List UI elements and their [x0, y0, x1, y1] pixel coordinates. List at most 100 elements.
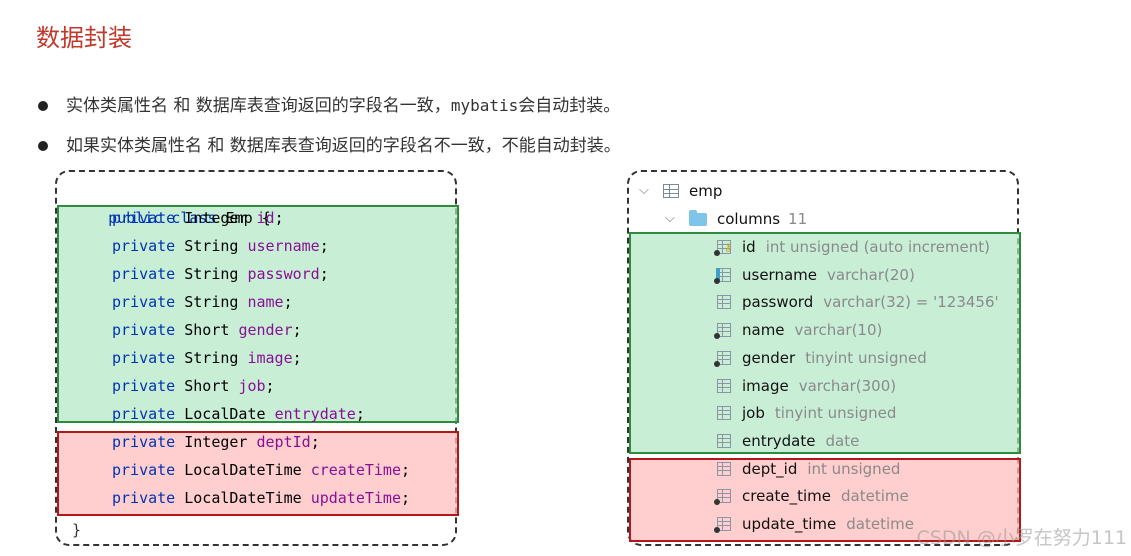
- field-name: entrydate: [274, 405, 356, 423]
- field-type: Integer: [184, 209, 248, 227]
- bullet-text-1-before: 实体类属性名 和 数据库表查询返回的字段名一致，: [66, 96, 451, 116]
- not-null-column-icon: [714, 322, 732, 340]
- field-name: username: [247, 237, 320, 255]
- column-icon: [714, 378, 732, 394]
- column-name: create_time: [742, 487, 832, 506]
- folder-name: columns: [717, 210, 781, 228]
- bullet-item-2: 如果实体类属性名 和 数据库表查询返回的字段名不一致，不能自动封装。: [36, 126, 621, 166]
- field-name: createTime: [310, 461, 401, 479]
- field-modifier: private: [112, 293, 176, 311]
- unique-column-icon: [714, 267, 732, 284]
- not-null-column-icon: [714, 350, 732, 367]
- tree-item-column[interactable]: ⚷ id int unsigned (auto increment): [714, 233, 990, 261]
- column-type: int unsigned (auto increment): [765, 238, 991, 256]
- field-modifier: private: [112, 321, 176, 339]
- table-name: emp: [689, 182, 723, 200]
- column-type: tinyint unsigned: [805, 348, 927, 367]
- bullet-text-1-mono: mybatis: [450, 96, 519, 115]
- field-type: String: [184, 293, 239, 311]
- column-name: username: [742, 265, 817, 284]
- tree-item-column[interactable]: image varchar(300): [714, 372, 896, 400]
- column-name: job: [742, 404, 765, 423]
- tree-item-column[interactable]: name varchar(10): [714, 316, 882, 344]
- field-modifier: private: [112, 461, 176, 479]
- tree-item-columns-folder[interactable]: ⌵ columns 11: [665, 205, 807, 233]
- bullet-text-2: 如果实体类属性名 和 数据库表查询返回的字段名不一致，不能自动封装。: [66, 136, 621, 156]
- bullet-dot-icon: [38, 101, 48, 111]
- field-declaration: private String name;: [112, 293, 293, 311]
- column-type: varchar(300): [798, 376, 897, 395]
- class-declaration: public class Emp {: [72, 176, 271, 227]
- chevron-down-icon[interactable]: ⌵: [665, 211, 675, 226]
- tree-item-column[interactable]: username varchar(20): [714, 261, 915, 289]
- field-declaration: private LocalDateTime createTime;: [112, 461, 411, 479]
- tree-item-column[interactable]: create_time datetime: [714, 482, 909, 510]
- column-type: tinyint unsigned: [774, 404, 897, 423]
- field-declaration: private Integer id;: [112, 209, 284, 227]
- column-type: datetime: [841, 487, 909, 506]
- field-type: LocalDate: [184, 405, 266, 423]
- mismatched-columns-highlight: [629, 458, 1021, 542]
- tree-item-table[interactable]: ⌵ emp: [639, 177, 732, 205]
- column-name: update_time: [742, 515, 837, 533]
- java-class-panel: public class Emp { private Integer id; pr…: [55, 170, 459, 546]
- field-modifier: private: [112, 405, 176, 423]
- class-name: Emp {: [216, 209, 271, 227]
- column-name: dept_id: [742, 459, 798, 478]
- column-name: name: [742, 321, 785, 340]
- tree-item-column[interactable]: password varchar(32) = '123456': [714, 288, 999, 316]
- bullet-dot-icon: [38, 141, 48, 151]
- field-name: gender: [238, 321, 293, 339]
- class-keyword: public class: [108, 209, 217, 227]
- matched-fields-highlight: [57, 205, 459, 423]
- field-name: id: [256, 209, 275, 227]
- not-null-column-icon: [714, 516, 732, 533]
- not-null-column-icon: [714, 488, 732, 506]
- column-type: varchar(32) = '123456': [823, 293, 999, 312]
- field-type: String: [184, 349, 239, 367]
- field-modifier: private: [112, 433, 176, 451]
- field-name: deptId: [256, 433, 311, 451]
- field-name: name: [247, 293, 284, 311]
- column-icon: [714, 294, 732, 310]
- field-modifier: private: [112, 265, 176, 283]
- field-declaration: private Short job;: [112, 377, 275, 395]
- tree-item-column[interactable]: update_time datetime: [714, 510, 914, 538]
- column-type: datetime: [846, 515, 914, 533]
- column-icon: [714, 461, 732, 477]
- column-type: date: [825, 431, 860, 450]
- column-name: id: [742, 238, 756, 256]
- bullet-text-1-after: 会自动封装。: [518, 96, 621, 116]
- primary-key-column-icon: ⚷: [714, 239, 732, 256]
- field-name: updateTime: [310, 489, 401, 507]
- column-type: varchar(10): [794, 321, 883, 340]
- column-name: password: [742, 293, 814, 312]
- column-icon: [714, 405, 732, 421]
- class-closing-brace: }: [72, 521, 82, 539]
- chevron-down-icon[interactable]: ⌵: [639, 183, 649, 198]
- field-declaration: private Short gender;: [112, 321, 302, 339]
- field-name: image: [247, 349, 293, 367]
- field-type: LocalDateTime: [184, 461, 302, 479]
- field-modifier: private: [112, 489, 176, 507]
- field-declaration: private String password;: [112, 265, 329, 283]
- field-type: Short: [184, 321, 230, 339]
- mismatched-fields-highlight: [57, 431, 459, 516]
- field-declaration: private LocalDate entrydate;: [112, 405, 365, 423]
- field-modifier: private: [112, 349, 176, 367]
- page-title: 数据封装: [36, 24, 132, 52]
- field-type: String: [184, 237, 239, 255]
- tree-item-column[interactable]: job tinyint unsigned: [714, 399, 896, 427]
- field-declaration: private LocalDateTime updateTime;: [112, 489, 411, 507]
- table-icon: [663, 184, 679, 198]
- column-name: image: [742, 376, 789, 395]
- field-type: LocalDateTime: [184, 489, 302, 507]
- database-tree-panel: ⌵ emp ⌵ columns 11 ⚷ id int unsigned (auto…: [627, 170, 1021, 546]
- column-type: varchar(20): [827, 265, 915, 284]
- field-name: password: [247, 265, 320, 283]
